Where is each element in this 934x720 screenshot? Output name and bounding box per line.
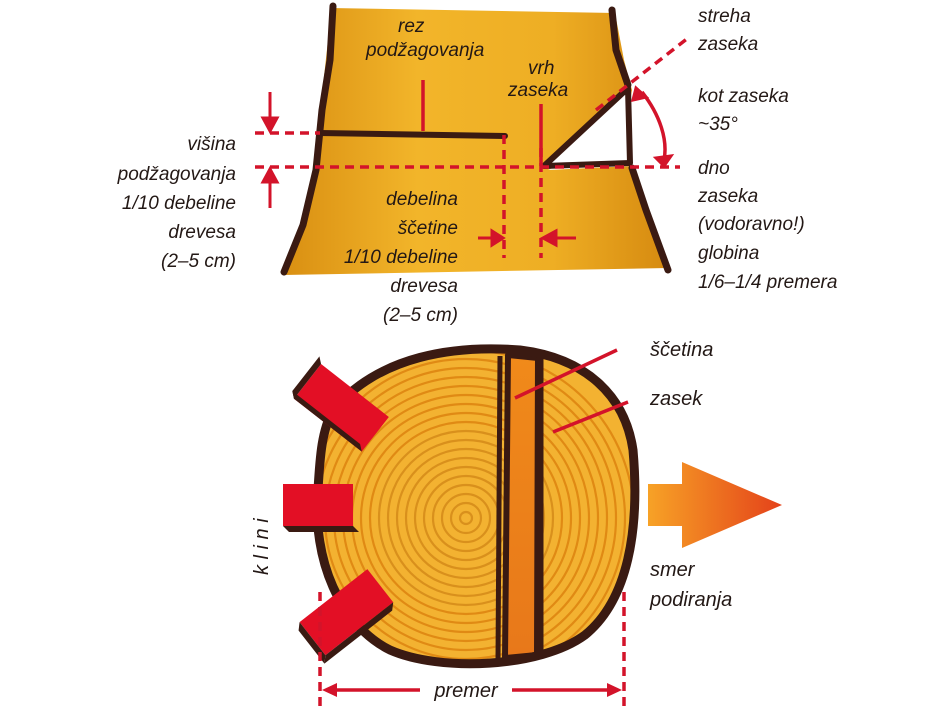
label-debelina-2: ščetine: [398, 218, 458, 239]
diameter-arrowheads: [322, 683, 622, 697]
guide-lines: [255, 36, 690, 258]
label-zaseka-streha: zaseka: [697, 34, 758, 55]
label-premer: premer: [433, 680, 499, 702]
label-podiranja: podiranja: [649, 589, 732, 611]
growth-ring: [359, 411, 573, 625]
label-debelina-4: drevesa: [390, 276, 458, 297]
scetina-strip: [502, 352, 541, 661]
growth-ring: [449, 501, 483, 535]
label-visina-3: 1/10 debeline: [122, 193, 236, 214]
felling-direction-arrow: [648, 462, 782, 548]
diameter-dimension: [318, 592, 626, 710]
stump-side-view: [255, 2, 690, 276]
pointer-lines: [514, 348, 629, 434]
label-debelina-5: (2–5 cm): [383, 305, 458, 326]
label-globina-value: 1/6–1/4 premera: [698, 272, 837, 293]
cut-line-left: [495, 355, 503, 661]
label-visina-4: drevesa: [168, 222, 236, 243]
wedge-top: [292, 356, 389, 452]
label-scetina: ščetina: [650, 339, 713, 361]
label-zaseka-dno: zaseka: [697, 186, 758, 207]
label-debelina-3: 1/10 debeline: [344, 247, 458, 268]
label-streha: streha: [698, 6, 751, 27]
label-klini: k l i n i: [251, 518, 273, 575]
label-visina-2: podžagovanja: [117, 164, 236, 185]
label-zaseka-vrh: zaseka: [507, 80, 568, 101]
trunk-fill: [283, 8, 668, 275]
label-globina: globina: [698, 243, 759, 264]
growth-ring: [368, 420, 564, 616]
label-visina-1: višina: [187, 134, 236, 155]
label-vodoravno: (vodoravno!): [698, 214, 805, 235]
label-kot-value: ~35°: [698, 114, 738, 135]
label-smer: smer: [650, 559, 696, 581]
label-dno: dno: [698, 158, 730, 179]
growth-ring: [317, 366, 618, 664]
growth-ring: [377, 429, 555, 607]
label-kot-zaseka: kot zaseka: [698, 86, 789, 107]
label-zasek: zasek: [649, 388, 703, 410]
label-rez: rez: [398, 16, 425, 37]
growth-ring: [458, 510, 474, 526]
label-visina-5: (2–5 cm): [161, 251, 236, 272]
trunk-outline-right: [608, 6, 632, 89]
height-arrows: [260, 85, 675, 248]
growth-ring: [386, 438, 546, 598]
growth-ring: [440, 492, 492, 544]
label-podzagovanja: podžagovanja: [365, 40, 484, 61]
wedge-middle: [283, 484, 359, 532]
trunk-outline-right-lower: [628, 164, 672, 274]
label-vrh: vrh: [528, 58, 554, 79]
back-cut: [317, 130, 508, 139]
label-debelina-1: debelina: [386, 189, 458, 210]
growth-ring: [317, 357, 627, 664]
trunk-outline: [280, 2, 337, 276]
notch: [541, 85, 633, 169]
